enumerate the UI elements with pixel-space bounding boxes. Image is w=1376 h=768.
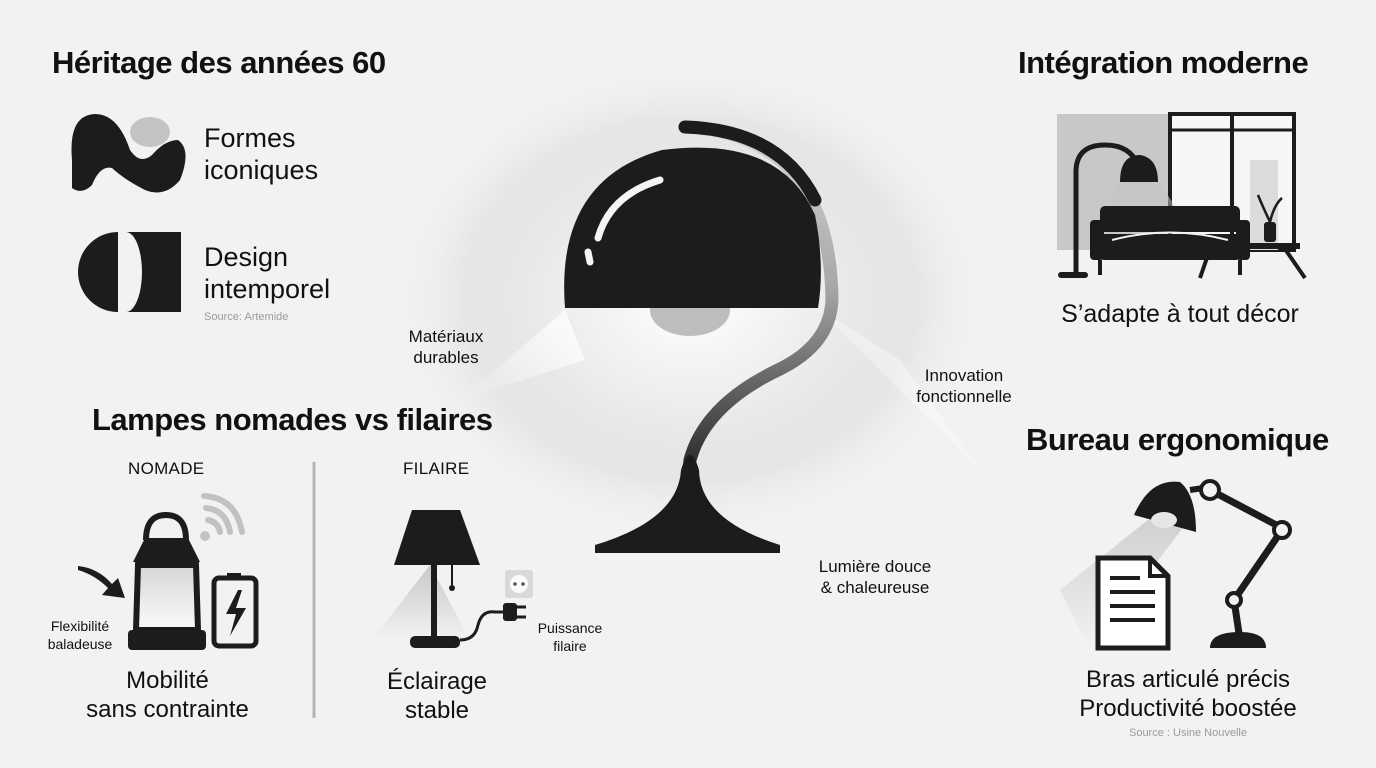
lamp-arm-top (678, 120, 822, 207)
organic-shape-icon (71, 114, 186, 193)
semicircle-block-icon (78, 232, 118, 312)
heritage-title: Héritage des années 60 (52, 45, 386, 80)
light-beam-left (460, 310, 585, 400)
iconic-forms-label-line2: iconiques (204, 155, 319, 185)
timeless-design-label-line1: Design (204, 242, 289, 272)
heritage-source: Source: Artemide (204, 311, 289, 323)
battery-icon (211, 573, 259, 649)
wired-power-note: Puissance filaire (537, 620, 603, 654)
table-lamp-icon (372, 510, 480, 648)
adapts-to-decor-caption: S’adapte à tout décor (1061, 300, 1299, 328)
modern-integration-title: Intégration moderne (1018, 45, 1309, 80)
wired-column-header: FILAIRE (403, 459, 470, 478)
light-beam-right (820, 310, 980, 470)
lamp-base (595, 455, 780, 553)
nomad-column-header: NOMADE (128, 459, 205, 478)
flexibility-note: Flexibilité baladeuse (47, 618, 113, 652)
organic-shape-accent (130, 117, 170, 147)
lantern-icon (128, 511, 206, 650)
power-plug-icon (459, 603, 526, 642)
nomad-vs-wired-title: Lampes nomades vs filaires (92, 402, 493, 437)
timeless-design-label-line2: intemporel (204, 274, 331, 304)
nomad-caption: Mobilité sans contrainte (86, 667, 249, 723)
living-room-icon (1057, 112, 1307, 280)
wired-caption: Éclairage stable (386, 668, 488, 724)
curved-arrow-icon (78, 566, 125, 598)
central-lamp-illustration (390, 60, 990, 553)
power-outlet-icon (505, 570, 533, 598)
shade-highlight (594, 176, 664, 242)
soft-light-label: Lumière douce & chaleureuse (818, 557, 932, 597)
wifi-signal-icon (201, 493, 245, 535)
functional-innovation-label: Innovation fonctionnelle (916, 366, 1012, 406)
ergonomic-desk-title: Bureau ergonomique (1026, 422, 1329, 457)
desk-source: Source : Usine Nouvelle (1128, 727, 1247, 739)
desk-caption: Bras articulé précis Productivité boosté… (1079, 666, 1297, 722)
durable-materials-label: Matériaux durables (408, 327, 484, 367)
lamp-dome-shade (564, 147, 821, 308)
desk-lamp-icon (1060, 479, 1292, 651)
iconic-forms-label-line1: Formes (204, 123, 296, 153)
